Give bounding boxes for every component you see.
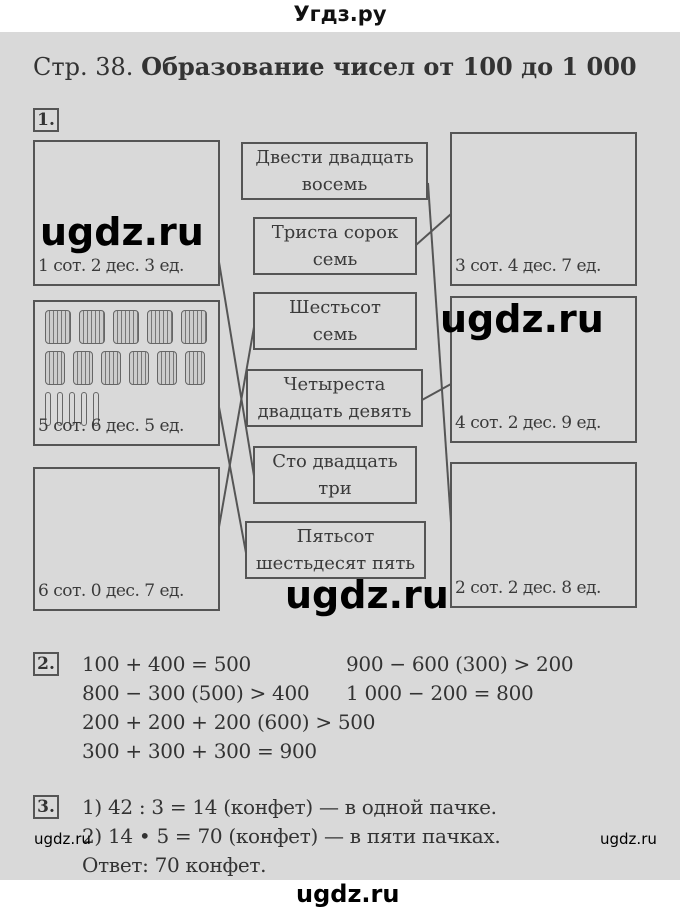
- right-box-3: 2 сот. 2 дес. 8 ед.: [450, 462, 637, 608]
- blocks-illustration: [45, 310, 220, 430]
- watermark: ugdz.ru: [285, 573, 449, 617]
- solution-line: 1) 42 : 3 = 14 (конфет) — в одной пачке.: [82, 795, 497, 819]
- line: семь: [312, 249, 358, 270]
- task-number-2: 2.: [33, 652, 59, 676]
- equation: 800 − 300 (500) > 400: [82, 681, 310, 705]
- connector-line: [218, 261, 255, 477]
- left-box-caption: 1 сот. 2 дес. 3 ед.: [38, 256, 184, 276]
- solution-line: 2) 14 • 5 = 70 (конфет) — в пяти пачках.: [82, 824, 501, 848]
- page-title: Стр. 38. Образование чисел от 100 до 1 0…: [33, 52, 637, 81]
- line: Триста сорок: [271, 222, 399, 243]
- equation: 200 + 200 + 200 (600) > 500: [82, 710, 376, 734]
- line: восемь: [301, 174, 368, 195]
- line: три: [318, 478, 352, 499]
- left-box-2: 5 сот. 6 дес. 5 ед.: [33, 300, 220, 446]
- equation: 900 − 600 (300) > 200: [346, 652, 574, 676]
- connector-line: [421, 383, 452, 401]
- site-header: Угдз.ру: [293, 2, 387, 26]
- connector-line: [415, 213, 452, 246]
- line: Шестьсот: [289, 297, 381, 318]
- left-box-caption: 6 сот. 0 дес. 7 ед.: [38, 581, 184, 601]
- middle-box-5: Сто двадцать три: [253, 446, 417, 504]
- task-number-1: 1.: [33, 108, 59, 132]
- right-box-1: 3 сот. 4 дес. 7 ед.: [450, 132, 637, 286]
- middle-box-2: Триста сорок семь: [253, 217, 417, 275]
- left-box-caption: 5 сот. 6 дес. 5 ед.: [38, 416, 184, 436]
- connector-line: [427, 182, 452, 524]
- line: двадцать девять: [257, 401, 412, 422]
- watermark: ugdz.ru: [440, 297, 604, 341]
- line: шестьдесят пять: [255, 553, 416, 574]
- middle-box-1: Двести двадцать восемь: [241, 142, 428, 200]
- right-box-caption: 4 сот. 2 дес. 9 ед.: [455, 413, 601, 433]
- equation: 1 000 − 200 = 800: [346, 681, 534, 705]
- watermark: ugdz.ru: [600, 830, 657, 848]
- task-number-3: 3.: [33, 795, 59, 819]
- middle-box-4: Четыреста двадцать девять: [246, 369, 423, 427]
- title-text: Образование чисел от 100 до 1 000: [141, 52, 637, 81]
- right-box-caption: 3 сот. 4 дес. 7 ед.: [455, 256, 601, 276]
- line: Сто двадцать: [272, 451, 398, 472]
- watermark: ugdz.ru: [296, 880, 400, 908]
- line: Двести двадцать: [255, 147, 414, 168]
- connector-line: [218, 406, 247, 554]
- answer-line: Ответ: 70 конфет.: [82, 853, 267, 877]
- line: Четыреста: [283, 374, 386, 395]
- equation: 100 + 400 = 500: [82, 652, 251, 676]
- line: Пятьсот: [296, 526, 375, 547]
- watermark: ugdz.ru: [40, 210, 204, 254]
- scanned-page: [0, 32, 680, 880]
- page-number: Стр. 38.: [33, 53, 134, 81]
- left-box-3: 6 сот. 0 дес. 7 ед.: [33, 467, 220, 611]
- right-box-2: 4 сот. 2 дес. 9 ед.: [450, 296, 637, 443]
- watermark: ugdz.ru: [34, 830, 91, 848]
- line: семь: [312, 324, 358, 345]
- equation: 300 + 300 + 300 = 900: [82, 739, 317, 763]
- right-box-caption: 2 сот. 2 дес. 8 ед.: [455, 578, 601, 598]
- connector-line: [218, 326, 255, 528]
- middle-box-3: Шестьсот семь: [253, 292, 417, 350]
- left-box-1: 1 сот. 2 дес. 3 ед.: [33, 140, 220, 286]
